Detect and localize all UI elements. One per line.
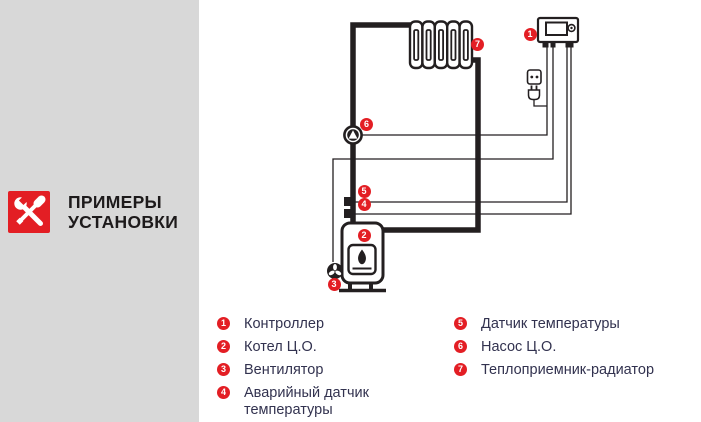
legend-badge-6: 6 (454, 340, 467, 353)
tools-icon (8, 191, 50, 233)
temperature-sensors (344, 197, 351, 218)
legend-item-boiler: 2 Котел Ц.О. (217, 339, 419, 356)
diagram-canvas (327, 16, 580, 293)
sensor-wire-4 (352, 47, 572, 215)
page-title-line1: ПРИМЕРЫ (68, 192, 162, 212)
legend-badge-2: 2 (217, 340, 230, 353)
diagram-badge-7: 7 (471, 37, 484, 51)
page-title: ПРИМЕРЫ УСТАНОВКИ (68, 192, 178, 232)
legend-item-temp-sensor: 5 Датчик температуры (454, 316, 654, 333)
pump-icon (343, 125, 363, 145)
legend-column-right: 5 Датчик температуры 6 Насос Ц.О. 7 Тепл… (454, 316, 654, 385)
sensor-wire-5 (352, 47, 568, 203)
wrench-icon (14, 193, 43, 226)
legend-badge-3: 3 (217, 363, 230, 376)
legend-item-pump: 6 Насос Ц.О. (454, 339, 654, 356)
power-plug-icon (527, 85, 541, 101)
installation-diagram: 1 2 3 4 5 6 7 (327, 16, 580, 293)
legend-badge-1: 1 (217, 317, 230, 330)
controller-icon (536, 16, 580, 48)
control-wires (332, 47, 572, 262)
fan-icon (327, 263, 343, 279)
power-cord (533, 100, 547, 107)
legend-badge-4: 4 (217, 386, 230, 399)
diagram-badge-5: 5 (357, 185, 371, 198)
boiler-icon (339, 221, 386, 293)
legend-label-radiator: Теплоприемник-радиатор (481, 362, 655, 378)
legend-item-controller: 1 Контроллер (217, 316, 419, 333)
flame-icon (358, 249, 366, 265)
temp-sensor-icon (344, 197, 351, 206)
diagram-badge-1: 1 (523, 27, 537, 41)
legend-label-fan: Вентилятор (244, 362, 324, 378)
section-side-panel: ПРИМЕРЫ УСТАНОВКИ (0, 0, 199, 422)
legend-badge-5: 5 (454, 317, 467, 330)
page-title-line2: УСТАНОВКИ (68, 212, 179, 232)
legend-item-radiator: 7 Теплоприемник-радиатор (454, 362, 654, 379)
pump-wire (362, 47, 548, 136)
legend-label-boiler: Котел Ц.О. (244, 339, 317, 355)
power-socket-icon (526, 69, 542, 85)
legend-label-emergency-sensor: Аварийный датчик температуры (244, 385, 369, 418)
legend-column-left: 1 Контроллер 2 Котел Ц.О. 3 Вентилятор 4… (217, 316, 419, 422)
legend-item-emergency-sensor: 4 Аварийный датчик температуры (217, 385, 419, 419)
diagram-badge-3: 3 (327, 277, 341, 291)
fan-wire (332, 47, 554, 262)
diagram-badge-2: 2 (357, 228, 371, 242)
legend-item-fan: 3 Вентилятор (217, 362, 419, 379)
radiator-icon (408, 20, 474, 70)
diagram-badge-6: 6 (360, 118, 373, 131)
emergency-temp-sensor-icon (344, 209, 351, 218)
crossed-tools-icon (14, 193, 46, 226)
legend-badge-7: 7 (454, 363, 467, 376)
legend-label-temp-sensor: Датчик температуры (481, 316, 620, 332)
legend-label-controller: Контроллер (244, 316, 325, 332)
legend-label-pump: Насос Ц.О. (481, 339, 557, 355)
diagram-badge-4: 4 (357, 198, 371, 211)
